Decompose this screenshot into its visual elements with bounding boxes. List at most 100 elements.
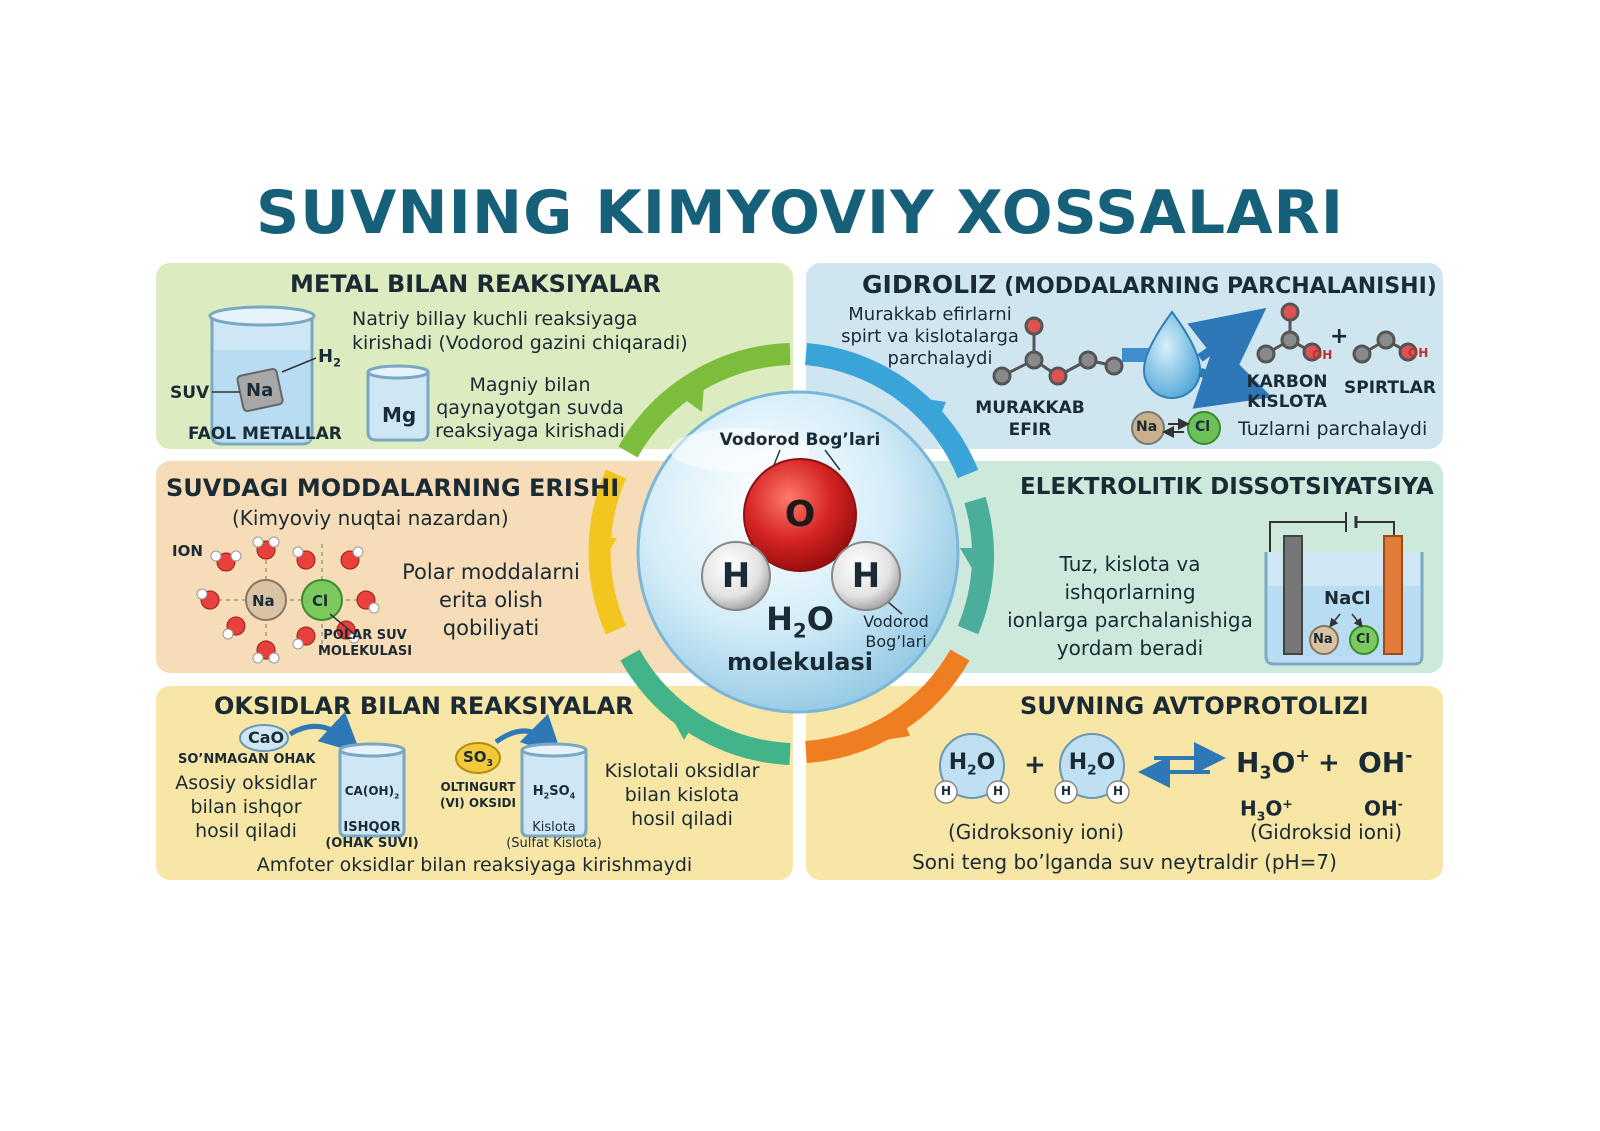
elektrolitik-title: ELEKTROLITIK DISSOTSIYATSIYA	[1020, 474, 1434, 500]
salts-label: Tuzlarni parchalaydi	[1238, 418, 1428, 440]
ring-teal	[957, 496, 995, 635]
neutral-note: Soni teng bo’lganda suv neytraldir (pH=7…	[912, 850, 1337, 874]
arrowhead-5	[591, 538, 617, 560]
hydrogen-left-label: H	[721, 556, 751, 596]
h2so4-label: H2SO4	[532, 784, 576, 801]
gidroliz-line-2: spirt va kislotalarga	[841, 326, 1019, 347]
arrowhead-1	[920, 398, 946, 426]
water-2-formula: H2O	[1068, 750, 1116, 779]
cl-ion-label-g: Cl	[1195, 419, 1211, 435]
na-ion-label-e: Na	[1313, 632, 1333, 647]
ishqor-label-1: ISHQOR	[343, 820, 401, 835]
ester-label-1: MURAKKAB	[975, 398, 1085, 418]
polar-label-1: POLAR SUV	[323, 628, 407, 643]
anode	[1283, 535, 1303, 655]
cycle-ring	[588, 343, 995, 765]
acid-oxide-2: bilan kislota	[624, 784, 740, 806]
hydronium-name: (Gidroksoniy ioni)	[947, 820, 1125, 844]
mg-line-3: reaksiyaga kirishadi	[435, 420, 625, 442]
arrowhead-4	[672, 718, 696, 740]
ester-label-2: EFIR	[1008, 420, 1052, 440]
ring-green	[618, 343, 791, 458]
water-label: SUV	[170, 383, 210, 403]
mg-line-1: Magniy bilan	[469, 374, 591, 396]
magnesium-label: Mg	[382, 403, 417, 427]
mg-line-2: qaynayotgan suvda	[436, 397, 624, 419]
hydrogen-bond-label-right-2: Bog’lari	[865, 632, 927, 651]
water-2-h-left: H	[1061, 784, 1072, 798]
acid-oxide-1: Kislotali oksidlar	[604, 760, 760, 782]
water-molecule-2	[1054, 733, 1130, 804]
basic-oxide-1: Asosiy oksidlar	[175, 772, 317, 794]
equilibrium-arrows	[1138, 742, 1226, 788]
kislota-label-2: (Sulfat Kislota)	[506, 836, 602, 851]
hydrogen-right-atom	[831, 541, 901, 611]
metal-title: METAL BILAN REAKSIYALAR	[290, 270, 661, 298]
oltingurt-2: (VI) OKSIDI	[440, 796, 516, 810]
sodium-label: Na	[246, 380, 274, 401]
page-title: SUVNING KIMYOVIY XOSSALARI	[255, 178, 1345, 248]
gidroliz-line-1: Murakkab efirlarni	[848, 304, 1012, 325]
cao-label: CaO	[248, 728, 285, 747]
ring-green2	[620, 649, 791, 765]
elektrolitik-line-1: Tuz, kislota va	[1059, 552, 1201, 576]
hydrogen-left-atom	[701, 541, 771, 611]
hydroxide-name: (Gidroksid ioni)	[1249, 820, 1402, 844]
molecule-caption: molekulasi	[727, 648, 873, 676]
acid-oxide-3: hosil qiladi	[631, 808, 733, 830]
beaker-mg	[366, 364, 430, 442]
water-1-h-left: H	[941, 784, 952, 798]
erish-title: SUVDAGI MODDALARNING ERISHI	[166, 474, 620, 502]
basic-oxide-2: bilan ishqor	[190, 796, 302, 818]
ring-arrowheads	[591, 386, 986, 740]
water-formula: H2O	[766, 600, 834, 643]
active-metals-label: FAOL METALLAR	[188, 424, 342, 444]
metal-line-2: kirishadi (Vodorod gazini chiqaradi)	[352, 332, 688, 354]
basic-oxide-3: hosil qiladi	[195, 820, 297, 842]
acid-oh-label: OH	[1312, 348, 1333, 362]
arrowhead-3	[884, 712, 910, 740]
elektrolitik-line-3: ionlarga parchalanishiga	[1007, 608, 1253, 632]
erish-text-3: qobiliyati	[442, 616, 540, 640]
so3-label: SO3	[462, 748, 494, 769]
ester-molecule	[992, 316, 1124, 386]
acid-molecule	[1256, 302, 1322, 364]
polar-label-2: MOLEKULASI	[317, 644, 413, 659]
electrolysis-cell	[1264, 512, 1424, 666]
acid-label-2: KISLOTA	[1247, 392, 1327, 412]
dissolution-diagram	[196, 536, 380, 664]
beaker-na	[208, 305, 317, 446]
water-1-h-right: H	[993, 784, 1004, 798]
hydroxide-formula: OH-	[1358, 746, 1413, 779]
ishqor-label-2: (OHAK SUVI)	[325, 836, 419, 851]
elektrolitik-line-4: yordam beradi	[1056, 636, 1204, 660]
metal-line-1: Natriy billay kuchli reaksiyaga	[352, 308, 638, 330]
na-ion	[245, 579, 287, 621]
caoh-label: CA(OH)2	[344, 784, 400, 801]
kislota-label-1: Kislota	[532, 820, 576, 835]
hydronium-formula-small: H3O+	[1240, 796, 1293, 824]
cl-ion-label: Cl	[312, 592, 329, 610]
arrowhead-2	[960, 548, 986, 570]
amphoteric-note: Amfoter oksidlar bilan reaksiyaga kirish…	[256, 854, 693, 876]
nacl-label: NaCl	[1324, 588, 1371, 609]
oxygen-atom	[743, 458, 857, 572]
arrowhead-6	[680, 386, 704, 412]
avto-plus-1: +	[1024, 750, 1046, 780]
hydrogen-right-label: H	[851, 556, 881, 596]
gidroliz-plus: +	[1330, 324, 1349, 349]
sodium-cube	[236, 367, 284, 413]
na-ion-label: Na	[252, 592, 275, 610]
cl-ion	[301, 579, 343, 621]
alcohol-label: SPIRTLAR	[1343, 378, 1437, 398]
avto-plus-2: +	[1318, 748, 1340, 778]
water-molecule-1	[934, 733, 1010, 804]
oxide-diagram-2	[455, 713, 588, 838]
hydrogen-bond-label-top: Vodorod Bog’lari	[719, 430, 881, 450]
ring-blue	[804, 343, 979, 479]
erish-text-1: Polar moddalarni	[402, 560, 580, 584]
hydroxide-formula-small: OH-	[1364, 796, 1403, 821]
oxygen-label: O	[784, 494, 816, 535]
